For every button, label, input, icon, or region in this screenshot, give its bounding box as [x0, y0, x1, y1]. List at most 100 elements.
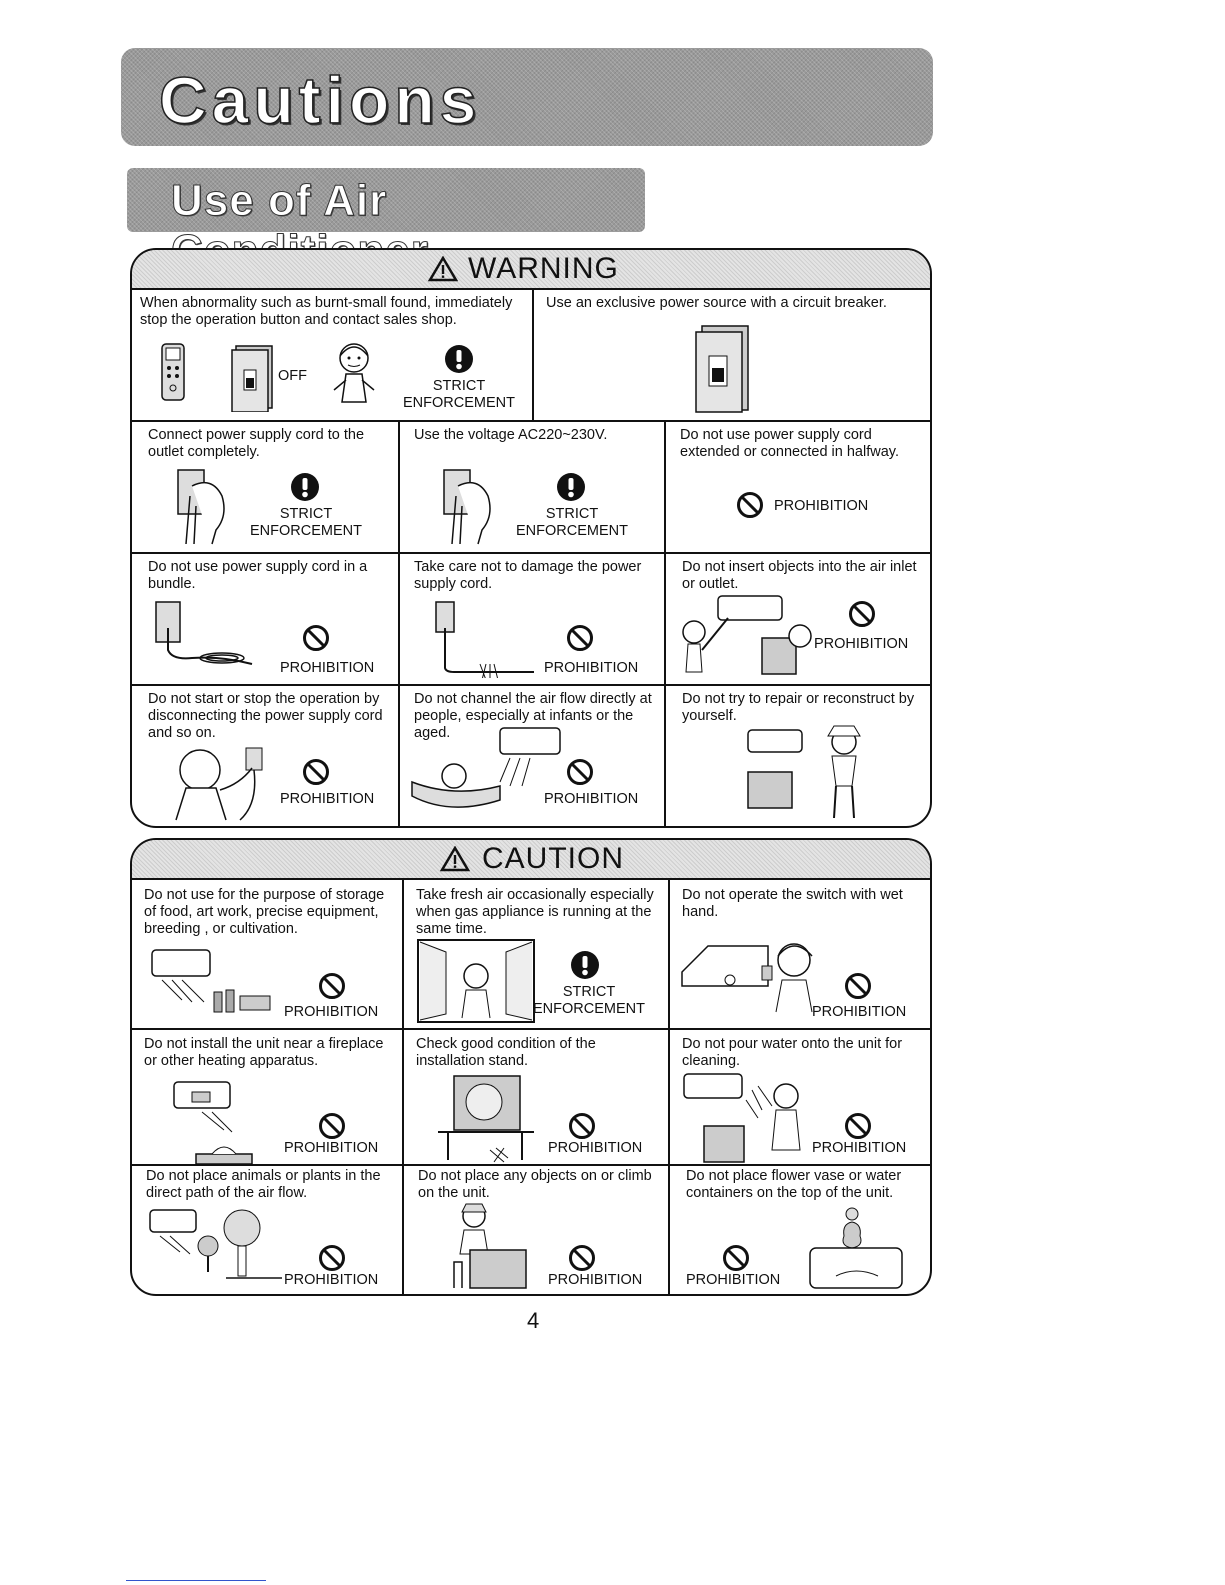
warning-cell-bundle: Do not use power supply cord in a bundle… [132, 554, 398, 684]
prohibition-label: PROHIBITION [814, 636, 909, 652]
caution-cell-wet-hand: Do not operate the switch with wet hand.… [670, 880, 930, 1028]
prohibition-icon [849, 601, 875, 627]
off-label: OFF [278, 368, 307, 384]
warning-cell-extension-cord: Do not use power supply cord extended or… [666, 422, 930, 552]
cell-text: Do not install the unit near a fireplace… [144, 1036, 384, 1069]
warning-heading: WARNING [468, 252, 619, 285]
prohibition-icon [567, 625, 593, 651]
cell-text: Take fresh air occasionally especially w… [416, 887, 654, 937]
cell-text: Take care not to damage the power supply… [414, 559, 642, 592]
damaged-cord-icon [435, 601, 534, 678]
cell-text: Do not operate the switch with wet hand. [682, 887, 903, 920]
prohibition-label: PROHIBITION [548, 1272, 643, 1288]
wet-hand-switch-icon [681, 943, 813, 1013]
caution-cell-storage: Do not use for the purpose of storage of… [132, 880, 402, 1028]
prohibition-label: PROHIBITION [544, 660, 639, 676]
strict-enforcement-icon [291, 473, 319, 501]
warning-cell-damage-cord: Take care not to damage the power supply… [400, 554, 664, 684]
caution-heading: CAUTION [482, 842, 624, 875]
strict-enforcement-label: STRICT ENFORCEMENT [250, 506, 362, 539]
children-poking-unit-icon [682, 595, 812, 675]
unit-with-food-icon [151, 949, 271, 1013]
prohibition-icon [319, 1113, 345, 1139]
child-climbing-unit-icon [453, 1203, 527, 1289]
caution-cell-pour-water: Do not pour water onto the unit for clea… [670, 1030, 930, 1164]
cell-text: Check good condition of the installation… [416, 1036, 596, 1069]
cell-text: Use the voltage AC220~230V. [414, 427, 608, 443]
prohibition-icon [567, 759, 593, 785]
water-splash-icon [683, 1073, 801, 1163]
person-repairing-unit-icon [747, 725, 861, 819]
cell-text: Do not use power supply cord in a bundle… [148, 559, 368, 592]
broken-stand-icon [438, 1075, 534, 1163]
cell-text: When abnormality such as burnt-small fou… [140, 295, 513, 328]
prohibition-label: PROHIBITION [280, 791, 375, 807]
caution-cell-climb: Do not place any objects on or climb on … [404, 1166, 668, 1294]
warning-cell-connect-cord: Connect power supply cord to the outlet … [132, 422, 398, 552]
remote-control-icon [161, 343, 185, 401]
caution-cell-fresh-air: Take fresh air occasionally especially w… [404, 880, 668, 1028]
bundled-cord-icon [155, 601, 253, 665]
strict-enforcement-icon [445, 345, 473, 373]
strict-enforcement-label: STRICT ENFORCEMENT [516, 506, 628, 539]
prohibition-label: PROHIBITION [280, 660, 375, 676]
cell-text: Do not place flower vase or water contai… [686, 1168, 902, 1201]
caution-section: CAUTION Do not use for the purpose of st… [130, 838, 932, 1296]
cell-text: Do not insert objects into the air inlet… [682, 559, 917, 592]
strict-enforcement-icon [571, 951, 599, 979]
page-number: 4 [527, 1308, 540, 1333]
page-title: Cautions [158, 62, 482, 138]
prohibition-label: PROHIBITION [686, 1272, 781, 1288]
warning-cell-repair: Do not try to repair or reconstruct by y… [666, 686, 930, 826]
warning-section: WARNING When abnormality such as burnt-s… [130, 248, 932, 828]
cell-text: Do not pour water onto the unit for clea… [682, 1036, 903, 1069]
circuit-breaker-icon [695, 325, 749, 413]
open-window-icon [417, 939, 535, 1023]
main-title-banner: Cautions [121, 48, 933, 146]
prohibition-icon [319, 973, 345, 999]
caution-header: CAUTION [132, 840, 930, 880]
prohibition-label: PROHIBITION [284, 1004, 379, 1020]
cell-text: Do not channel the air flow directly at … [414, 691, 652, 741]
prohibition-icon [569, 1113, 595, 1139]
cell-text: Do not place animals or plants in the di… [146, 1168, 381, 1201]
vase-on-unit-icon [809, 1207, 903, 1289]
strict-enforcement-label: STRICT ENFORCEMENT [533, 984, 645, 1017]
prohibition-icon [845, 1113, 871, 1139]
prohibition-label: PROHIBITION [812, 1004, 907, 1020]
cell-text: Do not start or stop the operation by di… [148, 691, 383, 741]
warning-triangle-icon [428, 256, 458, 282]
cell-text: Do not use power supply cord extended or… [680, 427, 899, 460]
warning-cell-disconnect: Do not start or stop the operation by di… [132, 686, 398, 826]
warning-triangle-icon [440, 846, 470, 872]
cell-text: Do not place any objects on or climb on … [418, 1168, 652, 1201]
prohibition-icon [569, 1245, 595, 1271]
pulling-plug-icon [175, 747, 263, 821]
warning-cell-airflow-people: Do not channel the air flow directly at … [400, 686, 664, 826]
prohibition-label: PROHIBITION [284, 1272, 379, 1288]
warning-cell-insert-objects: Do not insert objects into the air inlet… [666, 554, 930, 684]
strict-enforcement-icon [557, 473, 585, 501]
prohibition-icon [319, 1245, 345, 1271]
cell-text: Do not try to repair or reconstruct by y… [682, 691, 915, 724]
prohibition-label: PROHIBITION [284, 1140, 379, 1156]
subtitle-banner: Use of Air Conditioner [127, 168, 645, 276]
prohibition-label: PROHIBITION [544, 791, 639, 807]
caution-cell-installation-stand: Check good condition of the installation… [404, 1030, 668, 1164]
cell-text: Connect power supply cord to the outlet … [148, 427, 365, 460]
warning-cell-voltage: Use the voltage AC220~230V. STRICT ENFOR… [400, 422, 664, 552]
unit-with-plants-icon [149, 1209, 282, 1279]
unit-near-stove-icon [173, 1081, 253, 1165]
plug-in-hand-icon [177, 469, 225, 545]
circuit-breaker-icon [231, 345, 273, 412]
cell-text: Do not use for the purpose of storage of… [144, 887, 385, 937]
prohibition-icon [723, 1245, 749, 1271]
cell-text: Use an exclusive power source with a cir… [546, 295, 887, 311]
bottom-line [126, 1580, 266, 1581]
warning-cell-exclusive-power: Use an exclusive power source with a cir… [534, 288, 930, 420]
caution-cell-animals-plants: Do not place animals or plants in the di… [132, 1166, 402, 1294]
prohibition-icon [303, 759, 329, 785]
prohibition-label: PROHIBITION [812, 1140, 907, 1156]
air-at-baby-icon [411, 727, 561, 808]
plug-in-hand-icon [443, 469, 491, 545]
